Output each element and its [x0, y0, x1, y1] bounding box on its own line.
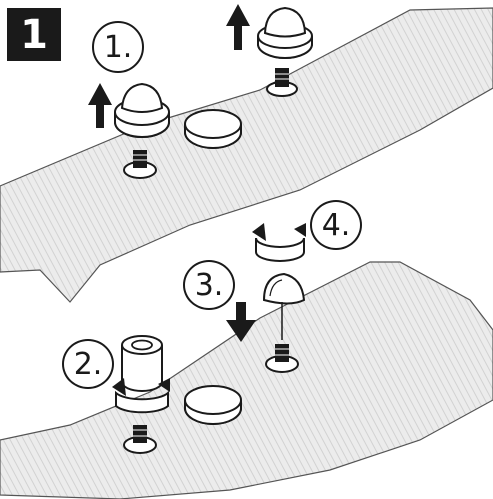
upper-panel [0, 7, 493, 303]
button-cap-upper [184, 109, 242, 149]
lower-panel [0, 261, 493, 499]
rotate-arrow-icon [112, 378, 170, 414]
knob-lifted-right [257, 6, 313, 59]
sleeve-ring [121, 335, 163, 392]
stud-left [123, 150, 157, 179]
stud-lower-right [265, 344, 299, 373]
knob-lifted-left [114, 82, 170, 138]
press-arrow-icon [226, 302, 256, 342]
button-cap-lower [184, 385, 242, 425]
stud-lower-left [123, 425, 157, 454]
lift-arrow-icon [226, 4, 250, 50]
rotate-arrow-icon [252, 223, 306, 262]
lift-arrow-icon [88, 83, 112, 128]
pointed-cap [262, 272, 306, 340]
stud-right [266, 68, 298, 97]
